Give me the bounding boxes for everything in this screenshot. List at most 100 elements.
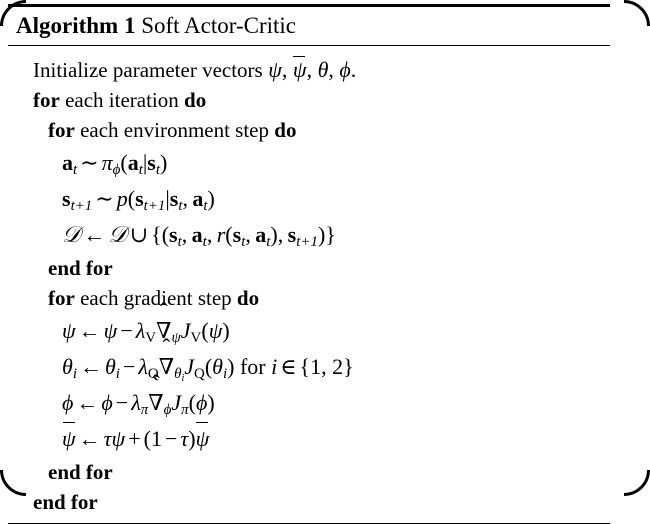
paren-close: ) — [207, 186, 215, 211]
subscript-t: t — [202, 234, 207, 251]
keyword-end-for: end for — [48, 256, 113, 280]
algorithm-block: Algorithm 1 Soft Actor-Critic Initialize… — [8, 4, 610, 524]
operator-arrow: ← — [78, 426, 101, 451]
symbol-bf-s: s — [147, 150, 156, 175]
symbol-theta: θ — [62, 354, 73, 379]
symbol-cal-D: 𝒟 — [62, 222, 81, 248]
subscript-t-plus-1: t+1 — [143, 198, 166, 215]
symbol-bf-s: s — [169, 222, 178, 247]
paren-open: ( — [120, 150, 128, 175]
comma-3: , — [328, 57, 340, 82]
symbol-psi: ψ — [268, 57, 282, 82]
paren-open: ( — [143, 426, 151, 451]
comma-1: , — [281, 57, 293, 82]
symbol-r: r — [216, 222, 226, 247]
paren-close: ) — [270, 222, 278, 247]
operator-minus: − — [120, 318, 133, 343]
line-initialize: Initialize parameter vectors ψ, ψ, θ, ϕ. — [8, 55, 610, 85]
keyword-do: do — [274, 118, 297, 142]
equation-update-psi-bar: ψ←τψ+(1−τ)ψ — [62, 421, 209, 451]
subscript-t: t — [177, 234, 182, 251]
symbol-bf-s: s — [169, 186, 179, 211]
operator-minus: − — [115, 390, 129, 415]
subscript-t-plus-1: t+1 — [70, 198, 93, 215]
subscript-t: t — [203, 198, 208, 215]
operator-plus: + — [128, 426, 141, 451]
symbol-i: i — [271, 354, 278, 379]
subscript-Q: Q — [194, 366, 205, 383]
symbol-lambda: λ — [135, 318, 146, 343]
each-env-step-text: each environment step — [80, 118, 270, 142]
line-sample-next-state: st+1∼p(st+1|st, at) — [8, 181, 610, 217]
line-for-env-step: for each environment step do — [8, 115, 610, 145]
symbol-nabla-hat: ∇ — [159, 349, 174, 385]
keyword-do: do — [184, 88, 207, 112]
symbol-psi-bar: ψ — [293, 55, 307, 85]
symbol-theta: θ — [104, 354, 116, 379]
subscript-theta-i: θi — [174, 366, 185, 385]
symbol-cal-D: 𝒟 — [108, 222, 127, 248]
symbol-pi: π — [101, 150, 113, 175]
subscript-t: t — [266, 234, 271, 251]
operator-arrow: ← — [78, 318, 101, 343]
symbol-phi: ϕ — [62, 390, 74, 415]
paren-open: ( — [127, 186, 136, 211]
comma-2: , — [306, 57, 318, 82]
symbol-bf-a: a — [192, 186, 204, 211]
line-end-for-grad: end for — [8, 457, 610, 487]
paren-close: ) — [227, 354, 235, 379]
word-for-inline-text: for — [239, 354, 266, 379]
paren-close: ) — [207, 390, 215, 415]
title-rule — [8, 45, 610, 46]
line-update-psi-bar: ψ←τψ+(1−τ)ψ — [8, 421, 610, 457]
keyword-do: do — [236, 286, 260, 310]
symbol-psi: ψ — [62, 318, 76, 343]
symbol-bf-a: a — [255, 222, 267, 247]
operator-sim: ∼ — [80, 150, 99, 175]
comma: , — [206, 222, 217, 247]
line-for-grad-step: for each gradient step do — [8, 283, 610, 313]
symbol-phi: ϕ — [339, 57, 351, 82]
symbol-psi: ψ — [103, 318, 118, 343]
symbol-bf-a: a — [62, 150, 73, 175]
subscript-t: t — [178, 198, 183, 215]
subscript-t: t — [138, 162, 143, 179]
algorithm-number: Algorithm 1 — [16, 13, 136, 38]
line-sample-action: at∼πϕ(at|st) — [8, 145, 610, 181]
each-grad-step-text: each gradient step — [80, 286, 232, 310]
line-end-for-iteration: end for — [8, 487, 610, 517]
brace-open: {( — [151, 222, 170, 247]
set-one-two: {1, 2} — [299, 354, 354, 379]
symbol-p: p — [116, 186, 128, 211]
symbol-bf-s: s — [62, 186, 71, 211]
symbol-bf-a: a — [191, 222, 203, 247]
symbol-nabla-hat: ∇ — [148, 385, 163, 421]
line-update-buffer: 𝒟←𝒟∪{(st, at, r(st, at), st+1)} — [8, 217, 610, 253]
symbol-lambda: λ — [138, 354, 148, 379]
operator-sim: ∼ — [95, 186, 114, 211]
algorithm-title: Algorithm 1 Soft Actor-Critic — [8, 7, 610, 45]
line-update-psi: ψ←ψ−λV∇ψJV(ψ) — [8, 313, 610, 349]
paren-close: ) — [188, 426, 196, 451]
line-end-for-env: end for — [8, 253, 610, 283]
symbol-bf-s: s — [232, 222, 242, 247]
symbol-bf-s: s — [135, 186, 144, 211]
paren-open: ( — [225, 222, 233, 247]
symbol-lambda: λ — [131, 390, 141, 415]
equation-update-psi: ψ←ψ−λV∇ψJV(ψ) — [62, 318, 230, 347]
symbol-theta: θ — [212, 354, 223, 379]
symbol-phi: ϕ — [101, 390, 113, 415]
paren-open: ( — [188, 390, 196, 415]
paren-open: ( — [204, 354, 213, 379]
subscript-i: i — [222, 366, 228, 383]
operator-arrow: ← — [83, 222, 106, 247]
subscript-psi: ψ — [171, 330, 181, 347]
pipe: | — [142, 150, 148, 175]
top-rule — [8, 4, 610, 7]
operator-cup: ∪ — [129, 222, 149, 247]
pipe: | — [165, 186, 170, 211]
frame-mask-horizontal — [26, 0, 624, 496]
line-update-theta: θi←θi−λQ∇θiJQ(θi) for i∈{1, 2} — [8, 349, 610, 385]
keyword-for: for — [33, 88, 60, 112]
keyword-end-for: end for — [48, 460, 113, 484]
